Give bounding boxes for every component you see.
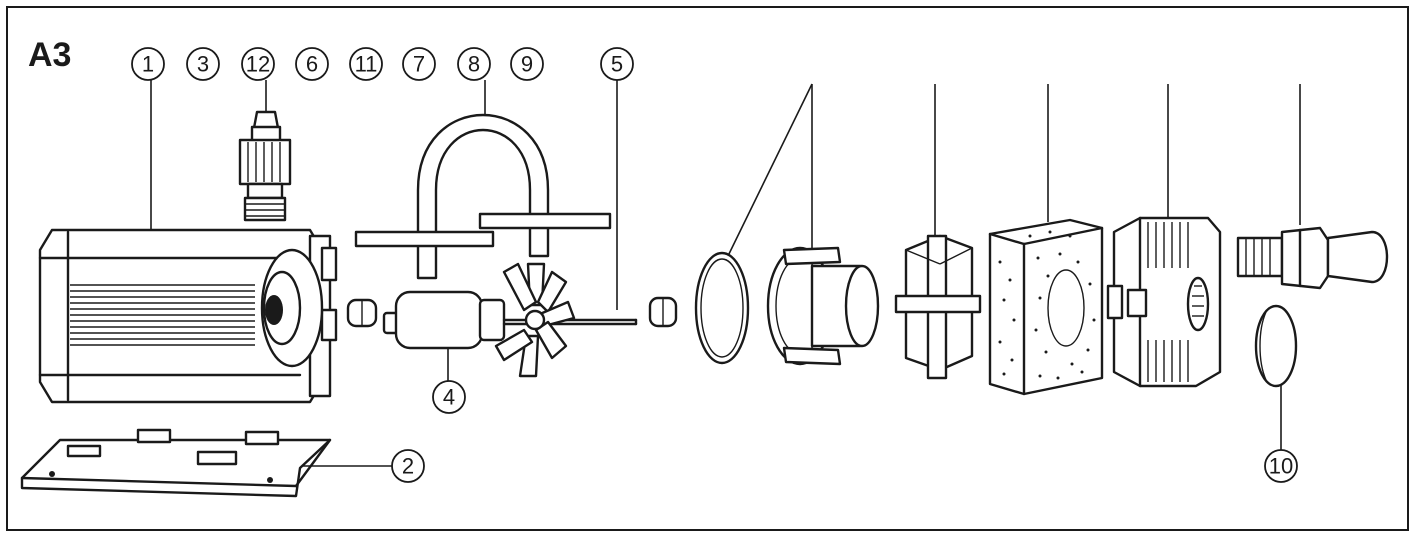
callout-5: 5	[600, 47, 634, 81]
callout-7: 7	[402, 47, 436, 81]
svg-text:11: 11	[355, 52, 378, 77]
callout-6: 6	[295, 47, 329, 81]
base-plate	[20, 428, 332, 498]
end-cap	[1254, 304, 1298, 388]
svg-text:3: 3	[197, 52, 209, 77]
svg-text:6: 6	[306, 52, 318, 77]
svg-text:10: 10	[1269, 454, 1293, 479]
callout-4: 4	[432, 380, 466, 414]
callout-3: 3	[186, 47, 220, 81]
svg-text:7: 7	[413, 52, 425, 77]
callout-11: 11	[349, 47, 383, 81]
sponge-texture	[998, 230, 1096, 380]
leader-lines	[150, 80, 1301, 467]
callout-1: 1	[131, 47, 165, 81]
svg-text:2: 2	[402, 454, 414, 479]
svg-text:5: 5	[611, 52, 623, 77]
svg-text:1: 1	[142, 52, 154, 77]
suction-bracket	[354, 114, 612, 280]
impeller-cover	[766, 246, 880, 366]
callout-8: 8	[457, 47, 491, 81]
figure-label: A3	[28, 36, 71, 74]
grille-slots	[1147, 222, 1189, 382]
motor-housing	[38, 228, 338, 404]
callout-10: 10	[1264, 449, 1298, 483]
intake-grille	[1106, 216, 1222, 388]
figure-frame	[6, 6, 1409, 531]
callout-12: 12	[241, 47, 275, 81]
svg-text:12: 12	[246, 52, 270, 77]
hose-connector	[1236, 226, 1389, 290]
callout-2: 2	[391, 449, 425, 483]
callout-9: 9	[510, 47, 544, 81]
bearing-front	[346, 298, 378, 328]
flow-regulator	[238, 110, 292, 222]
filter-sponge	[988, 218, 1104, 396]
impeller	[382, 262, 638, 378]
o-ring	[694, 251, 750, 365]
foam-holder	[894, 234, 982, 380]
motor-cooling-fins	[70, 284, 255, 346]
svg-text:8: 8	[468, 52, 480, 77]
svg-text:9: 9	[521, 52, 533, 77]
svg-text:4: 4	[443, 385, 455, 410]
bearing-rear	[648, 296, 678, 328]
